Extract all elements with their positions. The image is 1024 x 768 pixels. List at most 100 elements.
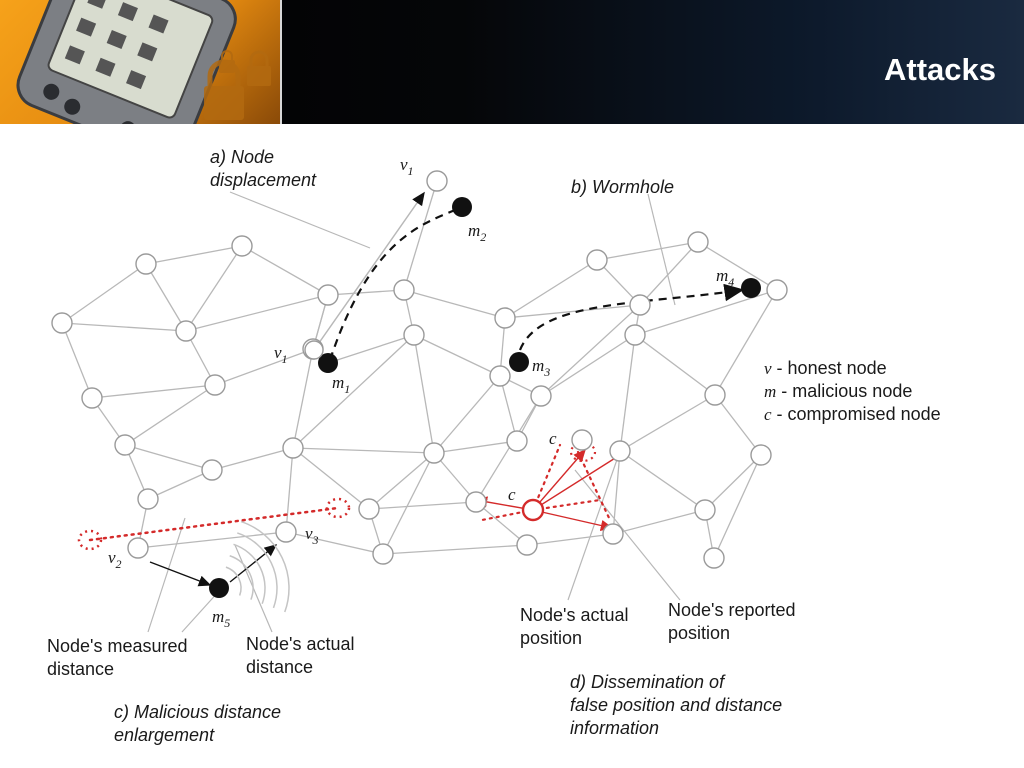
network-edge — [382, 544, 528, 555]
honest-node — [204, 374, 226, 396]
measured-distance-line — [88, 506, 340, 542]
honest-node — [372, 543, 394, 565]
honest-node — [135, 253, 157, 275]
slide-title: Attacks — [884, 52, 996, 87]
honest-node — [489, 365, 511, 387]
honest-node — [51, 312, 73, 334]
honest-node — [275, 521, 297, 543]
panel-label-d: d) Dissemination of — [570, 672, 726, 692]
network-edge — [612, 509, 706, 535]
honest-node — [114, 434, 136, 456]
network-edge — [433, 375, 501, 454]
radio-wave-arc — [233, 543, 266, 605]
panel-label-d: false position and distance — [570, 695, 782, 715]
header-image — [0, 0, 282, 124]
callout-measured-distance: distance — [47, 659, 114, 679]
network-edge — [504, 259, 598, 319]
network-edge — [61, 263, 147, 324]
slide-header: Attacks — [0, 0, 1024, 124]
network-edge — [327, 334, 415, 364]
network-edge — [327, 289, 405, 296]
panel-label-d: information — [570, 718, 659, 738]
symbol-label-m2: m2 — [468, 221, 486, 244]
honest-node — [609, 440, 631, 462]
callout-leader-line — [229, 191, 371, 249]
network-edge — [433, 452, 477, 503]
network-edge — [526, 533, 614, 546]
honest-node — [703, 547, 725, 569]
network-edge — [413, 334, 435, 454]
callout-actual-position: Node's actual — [520, 605, 629, 625]
network-edge — [713, 454, 762, 559]
network-edge — [368, 452, 435, 510]
network-edge — [714, 289, 778, 396]
honest-node — [127, 537, 149, 559]
network-edge — [634, 334, 716, 396]
callout-leader-line — [574, 469, 681, 601]
network-edge — [704, 454, 762, 511]
network-edge — [714, 394, 762, 456]
symbol-label-m1: m1 — [332, 373, 350, 396]
network-edge — [61, 322, 187, 332]
honest-node — [506, 430, 528, 452]
panel-label-a: displacement — [210, 170, 317, 190]
false-report-arrow — [532, 448, 586, 511]
callout-reported-position: position — [668, 623, 730, 643]
malicious-node-m5 — [209, 578, 229, 598]
network-edge — [504, 304, 641, 319]
network-nodes — [51, 170, 788, 598]
honest-node — [282, 437, 304, 459]
network-edge — [403, 180, 438, 291]
network-edge — [292, 348, 314, 449]
network-edge — [185, 294, 329, 332]
network-edge — [612, 450, 621, 535]
honest-node — [393, 279, 415, 301]
signal-arrow — [149, 561, 212, 587]
radio-wave-arc — [229, 555, 254, 600]
network-edge — [403, 289, 506, 319]
honest-node — [602, 523, 624, 545]
honest-node — [423, 442, 445, 464]
reported-position-line — [531, 443, 562, 512]
honest-node — [175, 320, 197, 342]
honest-node — [137, 488, 159, 510]
panel-label-b: b) Wormhole — [571, 177, 674, 197]
honest-node — [586, 249, 608, 271]
malicious-path-m1-m2 — [328, 208, 456, 361]
callout-leader-line — [147, 517, 186, 633]
network-edge — [596, 241, 699, 261]
network-edge — [214, 348, 314, 386]
false-position-marker — [77, 529, 103, 551]
symbol-label-c-top: c — [549, 429, 557, 448]
honest-node — [516, 534, 538, 556]
panel-label-c: c) Malicious distance — [114, 702, 281, 722]
network-edge — [292, 334, 415, 449]
callout-leader-line — [567, 450, 621, 601]
network-edge — [137, 531, 287, 549]
honest-node-v1-original — [304, 340, 324, 360]
radio-wave-arc — [237, 532, 278, 609]
network-edge — [368, 501, 477, 510]
network-edge — [285, 447, 294, 533]
network-edge — [124, 384, 216, 446]
network-edge — [147, 469, 213, 500]
network-edge — [433, 440, 518, 454]
symbol-label-m3: m3 — [532, 356, 550, 379]
network-edge — [619, 394, 716, 452]
legend-item-c: c - compromised node — [764, 404, 941, 424]
network-edge — [382, 452, 435, 555]
honest-node — [750, 444, 772, 466]
pda-with-padlocks-icon — [16, 0, 271, 124]
malicious-node-m3 — [509, 352, 529, 372]
honest-node — [403, 324, 425, 346]
honest-node — [704, 384, 726, 406]
false-report-arrow — [532, 509, 614, 531]
honest-node — [358, 498, 380, 520]
false-report-arrow — [532, 454, 621, 511]
network-edge — [285, 531, 384, 555]
symbol-label-m4: m4 — [716, 266, 734, 289]
malicious-node-m4 — [741, 278, 761, 298]
network-edge — [540, 334, 636, 397]
symbol-label-c-mid: c — [508, 485, 516, 504]
